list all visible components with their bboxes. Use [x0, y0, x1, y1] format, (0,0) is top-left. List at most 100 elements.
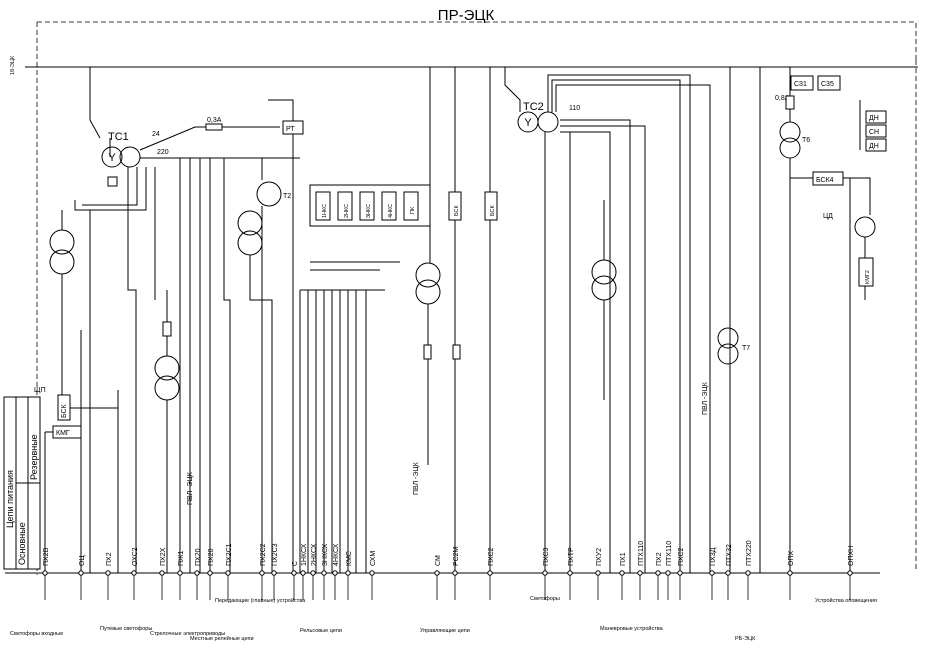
terminal-label: ПТХ220 [746, 540, 753, 566]
fuse-08a: 0,8А [775, 95, 790, 102]
relay-2nks: 2НКС [344, 204, 350, 218]
kmg-label: КМГ [56, 430, 70, 437]
tc2-label: ТС2 [523, 101, 544, 113]
terminal-dot [567, 570, 573, 576]
relay-4nks: 4НКС [388, 204, 394, 218]
svg-text:Y: Y [108, 152, 116, 164]
bottom-note: Рельсовые цепи [300, 628, 342, 634]
dn-1: ДН [869, 115, 879, 122]
terminal-label: ПХ2С2 [260, 543, 267, 566]
terminal-label: ПХТР [568, 547, 575, 566]
power-legend-table: Цепи питания Основные Резервные [3, 396, 41, 570]
kmg2-label: КМГ2 [865, 270, 871, 284]
terminal-label: ПЖ1 [178, 551, 185, 566]
diagram-title: ПР-ЭЦК [438, 7, 495, 24]
terminal-dot [725, 570, 731, 576]
terminal-dot [487, 570, 493, 576]
tc1-24v: 24 [152, 131, 160, 138]
terminal-label: 3НКСХ [322, 543, 329, 566]
t2-group: Т2 [154, 158, 291, 573]
terminal-label: ПХС2 [488, 547, 495, 566]
terminal-dot [434, 570, 440, 576]
terminal-dot [207, 570, 213, 576]
pt-label: РТ [286, 126, 295, 133]
bsk-b: БСК [490, 204, 496, 216]
relay-pk: ПК [410, 206, 416, 214]
shch-note: ЩП [34, 387, 46, 394]
tc2-110v: 110 [569, 105, 580, 112]
right-section: Т7 Т6 0,8А С31 С35 БСК4 КМГ2 ДН СН ДН [717, 67, 887, 573]
tc1-220v: 220 [157, 149, 169, 156]
terminal-label: ПХУ2 [596, 548, 603, 566]
terminal-label: 4НКСХ [333, 543, 340, 566]
legend-header: Цепи питания [5, 470, 15, 528]
terminal-label: ПХС3 [543, 547, 550, 566]
terminal-dot [542, 570, 548, 576]
relay-3nks: 3НКС [366, 204, 372, 218]
terminal-dot [619, 570, 625, 576]
busbar-note: 18-ЭЦК [10, 55, 16, 75]
terminal-dot [310, 570, 316, 576]
tc1-feeders: БСК КМГ [44, 167, 156, 573]
sn-1: СН [869, 129, 879, 136]
terminal-dot [225, 570, 231, 576]
transformer-tc1: Y ТС1 0,3А 24 220 [89, 67, 300, 187]
relay-1nks: 1НКС [322, 204, 328, 218]
terminal-label: ПХ1 [620, 552, 627, 566]
terminal-label: ПХ2 [656, 552, 663, 566]
terminal-dot [194, 570, 200, 576]
bottom-note: Передающие (главные) устройства [215, 597, 306, 604]
terminal-label: ПХ2С3 [272, 543, 279, 566]
pvl-note-3: ПВЛ -ЭЦК [702, 381, 709, 415]
legend-main: Основные [17, 522, 27, 565]
bottom-note: Местные релейные цепи [190, 635, 254, 642]
terminal-dot [105, 570, 111, 576]
bsk-label: БСК [61, 403, 68, 418]
terminal-dot [637, 570, 643, 576]
terminal-dot [291, 570, 297, 576]
terminal-label: ПТХ110 [638, 541, 645, 566]
outer-frame [37, 21, 917, 570]
terminal-label: 2НКСХ [311, 543, 318, 566]
terminal-label: СМ [435, 555, 442, 566]
terminal-dot [78, 570, 84, 576]
pvl-note-1: ПВЛ -ЭЦК [187, 471, 194, 505]
terminal-dot [655, 570, 661, 576]
terminal-label: С [292, 561, 299, 566]
relay-block: 1НКС 2НКС 3НКС 4НКС ПК [299, 184, 431, 573]
terminal-dot [131, 570, 137, 576]
terminal-label: ПХ2 [106, 552, 113, 566]
bottom-note: Светофоры [530, 596, 560, 602]
terminal-dot [665, 570, 671, 576]
terminal-label: ПХС2 [678, 547, 685, 566]
c31-label: С31 [794, 81, 807, 88]
bottom-note: Путевые светофоры [100, 626, 152, 632]
terminal-label: ОЦ [79, 555, 86, 566]
c35-label: С35 [821, 81, 834, 88]
terminal-dot [677, 570, 683, 576]
terminal-label: РС2М [453, 546, 460, 566]
terminal-dot [709, 570, 715, 576]
terminal-label: ОХС2 [132, 547, 139, 566]
terminal-label: ПХ20 [195, 548, 202, 566]
terminal-label: ПХ20 [208, 548, 215, 566]
terminal-dot [595, 570, 601, 576]
terminal-dot [345, 570, 351, 576]
t7-label: Т7 [742, 345, 750, 352]
bottom-note: Управляющие цепи [420, 628, 470, 634]
terminal-dot [847, 570, 853, 576]
tc1-label: ТС1 [108, 131, 129, 143]
terminal-label: ПХ3Д [710, 547, 717, 566]
terminal-label: ПХ2Х [160, 547, 167, 566]
bsk4-label: БСК4 [816, 177, 834, 184]
bsk-a: БСК [454, 204, 460, 216]
t2-label: Т2 [283, 193, 291, 200]
relay-pt: РТ [268, 99, 304, 573]
terminal-dot [259, 570, 265, 576]
bottom-note: Светофоры входные [10, 631, 63, 637]
pvl-note-2: ПВЛ -ЭЦК [413, 461, 420, 495]
terminal-dot [300, 570, 306, 576]
terminal-label: СХМ [370, 551, 377, 566]
terminal-dot [159, 570, 165, 576]
